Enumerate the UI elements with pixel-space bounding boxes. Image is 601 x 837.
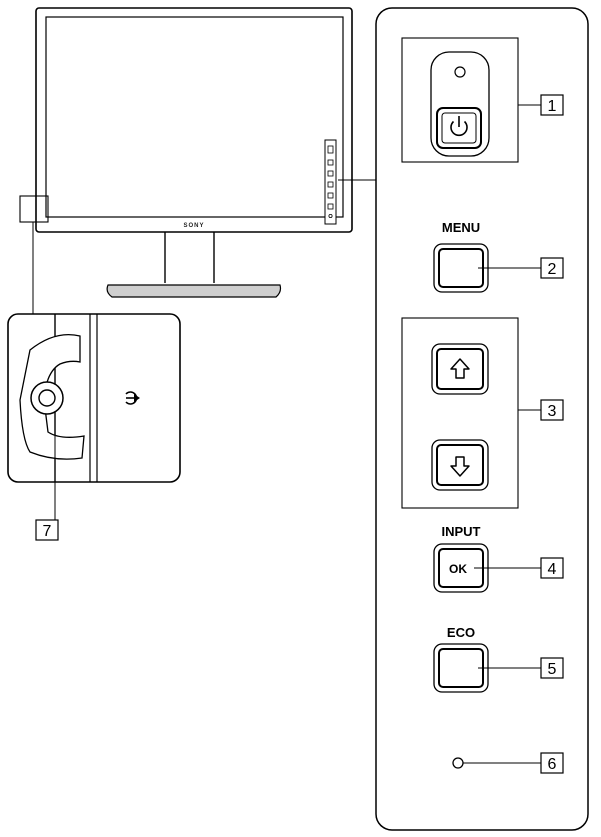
power-icon xyxy=(450,116,468,137)
monitor: SONY xyxy=(19,7,353,315)
callout-2: 2 xyxy=(548,261,557,278)
callout-1: 1 xyxy=(548,98,557,115)
callout-box-7 xyxy=(35,519,59,541)
strip-power-button xyxy=(327,145,334,154)
power-button[interactable] xyxy=(436,107,482,149)
power-indicator xyxy=(454,66,466,78)
strip-button xyxy=(327,203,334,210)
callout-box-4 xyxy=(540,557,564,579)
callout-4: 4 xyxy=(548,561,557,578)
callout-3: 3 xyxy=(548,403,557,420)
button-inner xyxy=(436,348,484,390)
button-inner xyxy=(436,444,484,486)
power-group-box xyxy=(401,37,519,163)
callout-box-5 xyxy=(540,657,564,679)
down-arrow-icon xyxy=(450,456,470,477)
callout-7: 7 xyxy=(43,523,52,540)
strip-sensor xyxy=(328,213,333,218)
monitor-base xyxy=(106,284,282,298)
callout-box-2 xyxy=(540,257,564,279)
headphone-symbol-icon xyxy=(125,391,140,405)
callout-6: 6 xyxy=(548,756,557,773)
indicator-light xyxy=(452,757,464,769)
callout-box-6 xyxy=(540,752,564,774)
headphone-detail: 7 xyxy=(7,313,181,541)
headphone-location-box xyxy=(19,195,49,223)
callout-5: 5 xyxy=(548,661,557,678)
monitor-screen xyxy=(45,16,344,218)
control-panel: 1 MENU 2 3 INPUT OK 4 ECO 5 xyxy=(338,7,589,831)
eco-label: ECO xyxy=(447,625,475,640)
strip-button xyxy=(327,170,334,177)
input-label: INPUT xyxy=(442,524,481,539)
monitor-brand: SONY xyxy=(183,223,204,229)
up-arrow-icon xyxy=(450,358,470,379)
arrow-group-box xyxy=(401,317,519,509)
strip-button xyxy=(327,192,334,199)
ok-button-text: OK xyxy=(449,562,467,576)
headphone-recess xyxy=(19,333,85,460)
strip-button xyxy=(327,181,334,188)
callout-box-1 xyxy=(540,94,564,116)
headphone-jack-inner xyxy=(38,389,56,407)
strip-button xyxy=(327,159,334,166)
control-panel-frame xyxy=(375,7,589,831)
callout-box-3 xyxy=(540,399,564,421)
menu-label: MENU xyxy=(442,220,480,235)
button-inner xyxy=(441,112,477,144)
